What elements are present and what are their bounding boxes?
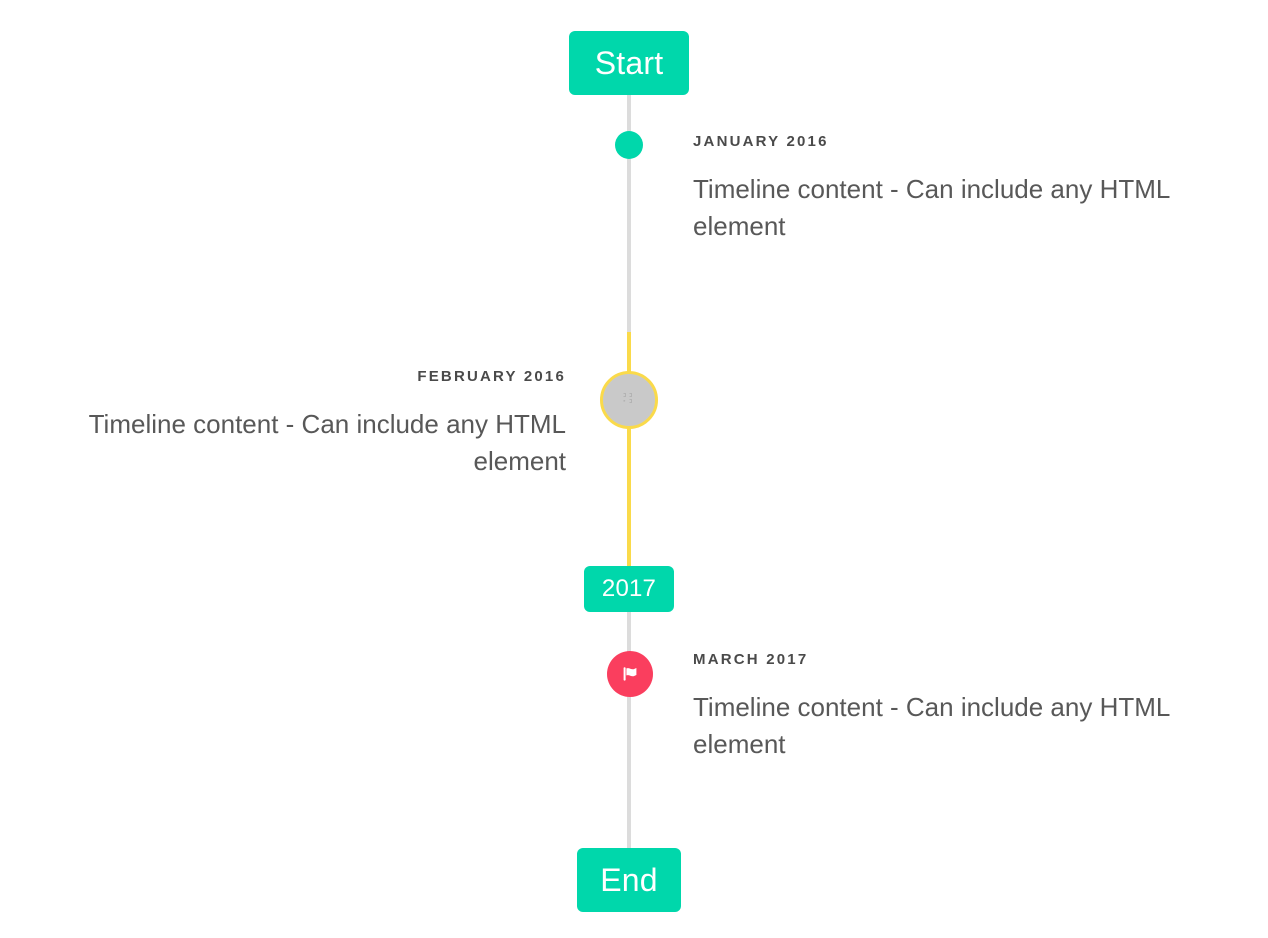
timeline-event-label: MARCH 2017: [693, 651, 809, 668]
timeline-event-february-2016: FEBRUARY 2016 Timeline content - Can inc…: [10, 369, 566, 481]
timeline-spine-highlighted: [627, 332, 631, 566]
timeline-start-badge[interactable]: Start: [569, 31, 689, 95]
dot-icon[interactable]: [615, 131, 643, 159]
timeline-event-body: Timeline content - Can include any HTML …: [693, 692, 1170, 760]
timeline-event-march-2017: MARCH 2017 Timeline content - Can includ…: [693, 652, 1223, 764]
flag-glyph: [623, 667, 637, 681]
timeline-event-body: Timeline content - Can include any HTML …: [693, 174, 1170, 242]
timeline-year-badge-2017[interactable]: 2017: [584, 566, 674, 612]
timeline-end-badge[interactable]: End: [577, 848, 681, 912]
timeline-event-body: Timeline content - Can include any HTML …: [88, 409, 566, 477]
timeline-event-january-2016: JANUARY 2016 Timeline content - Can incl…: [693, 134, 1223, 246]
timeline-event-label: JANUARY 2016: [693, 133, 829, 150]
flag-icon[interactable]: [607, 651, 653, 697]
timeline-event-label: FEBRUARY 2016: [417, 368, 566, 385]
broken-image-glyph: [623, 393, 632, 403]
timeline-spine-lower: [627, 612, 631, 855]
missing-glyph-icon[interactable]: [600, 371, 658, 429]
timeline-spine-upper: [627, 94, 631, 332]
